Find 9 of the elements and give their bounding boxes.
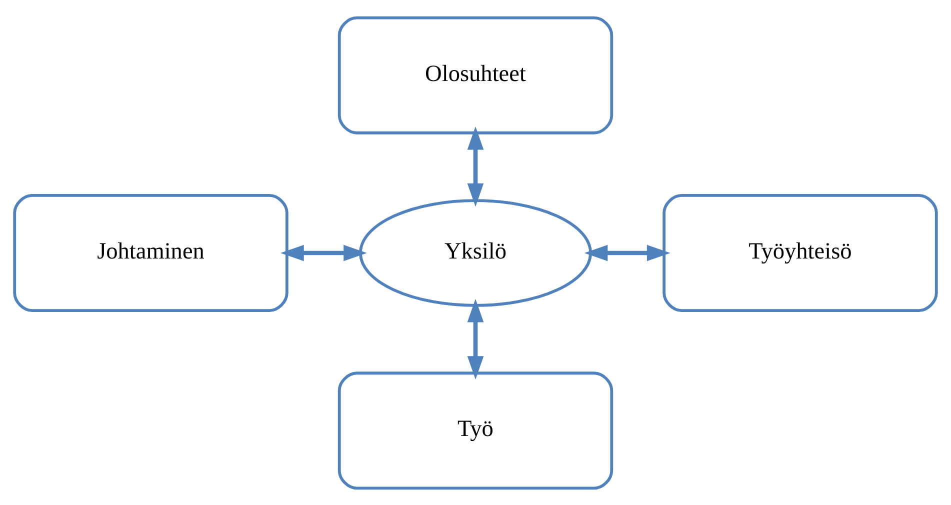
- node-box: Työyhteisö: [662, 194, 938, 312]
- arrow: [467, 126, 484, 206]
- arrow: [280, 244, 367, 261]
- node-box: Olosuhteet: [338, 16, 614, 134]
- arrow: [467, 298, 484, 380]
- node-box: Johtaminen: [13, 194, 288, 312]
- arrow: [584, 244, 670, 261]
- node-ellipse: Yksilö: [359, 198, 592, 306]
- node-box: Työ: [338, 371, 614, 490]
